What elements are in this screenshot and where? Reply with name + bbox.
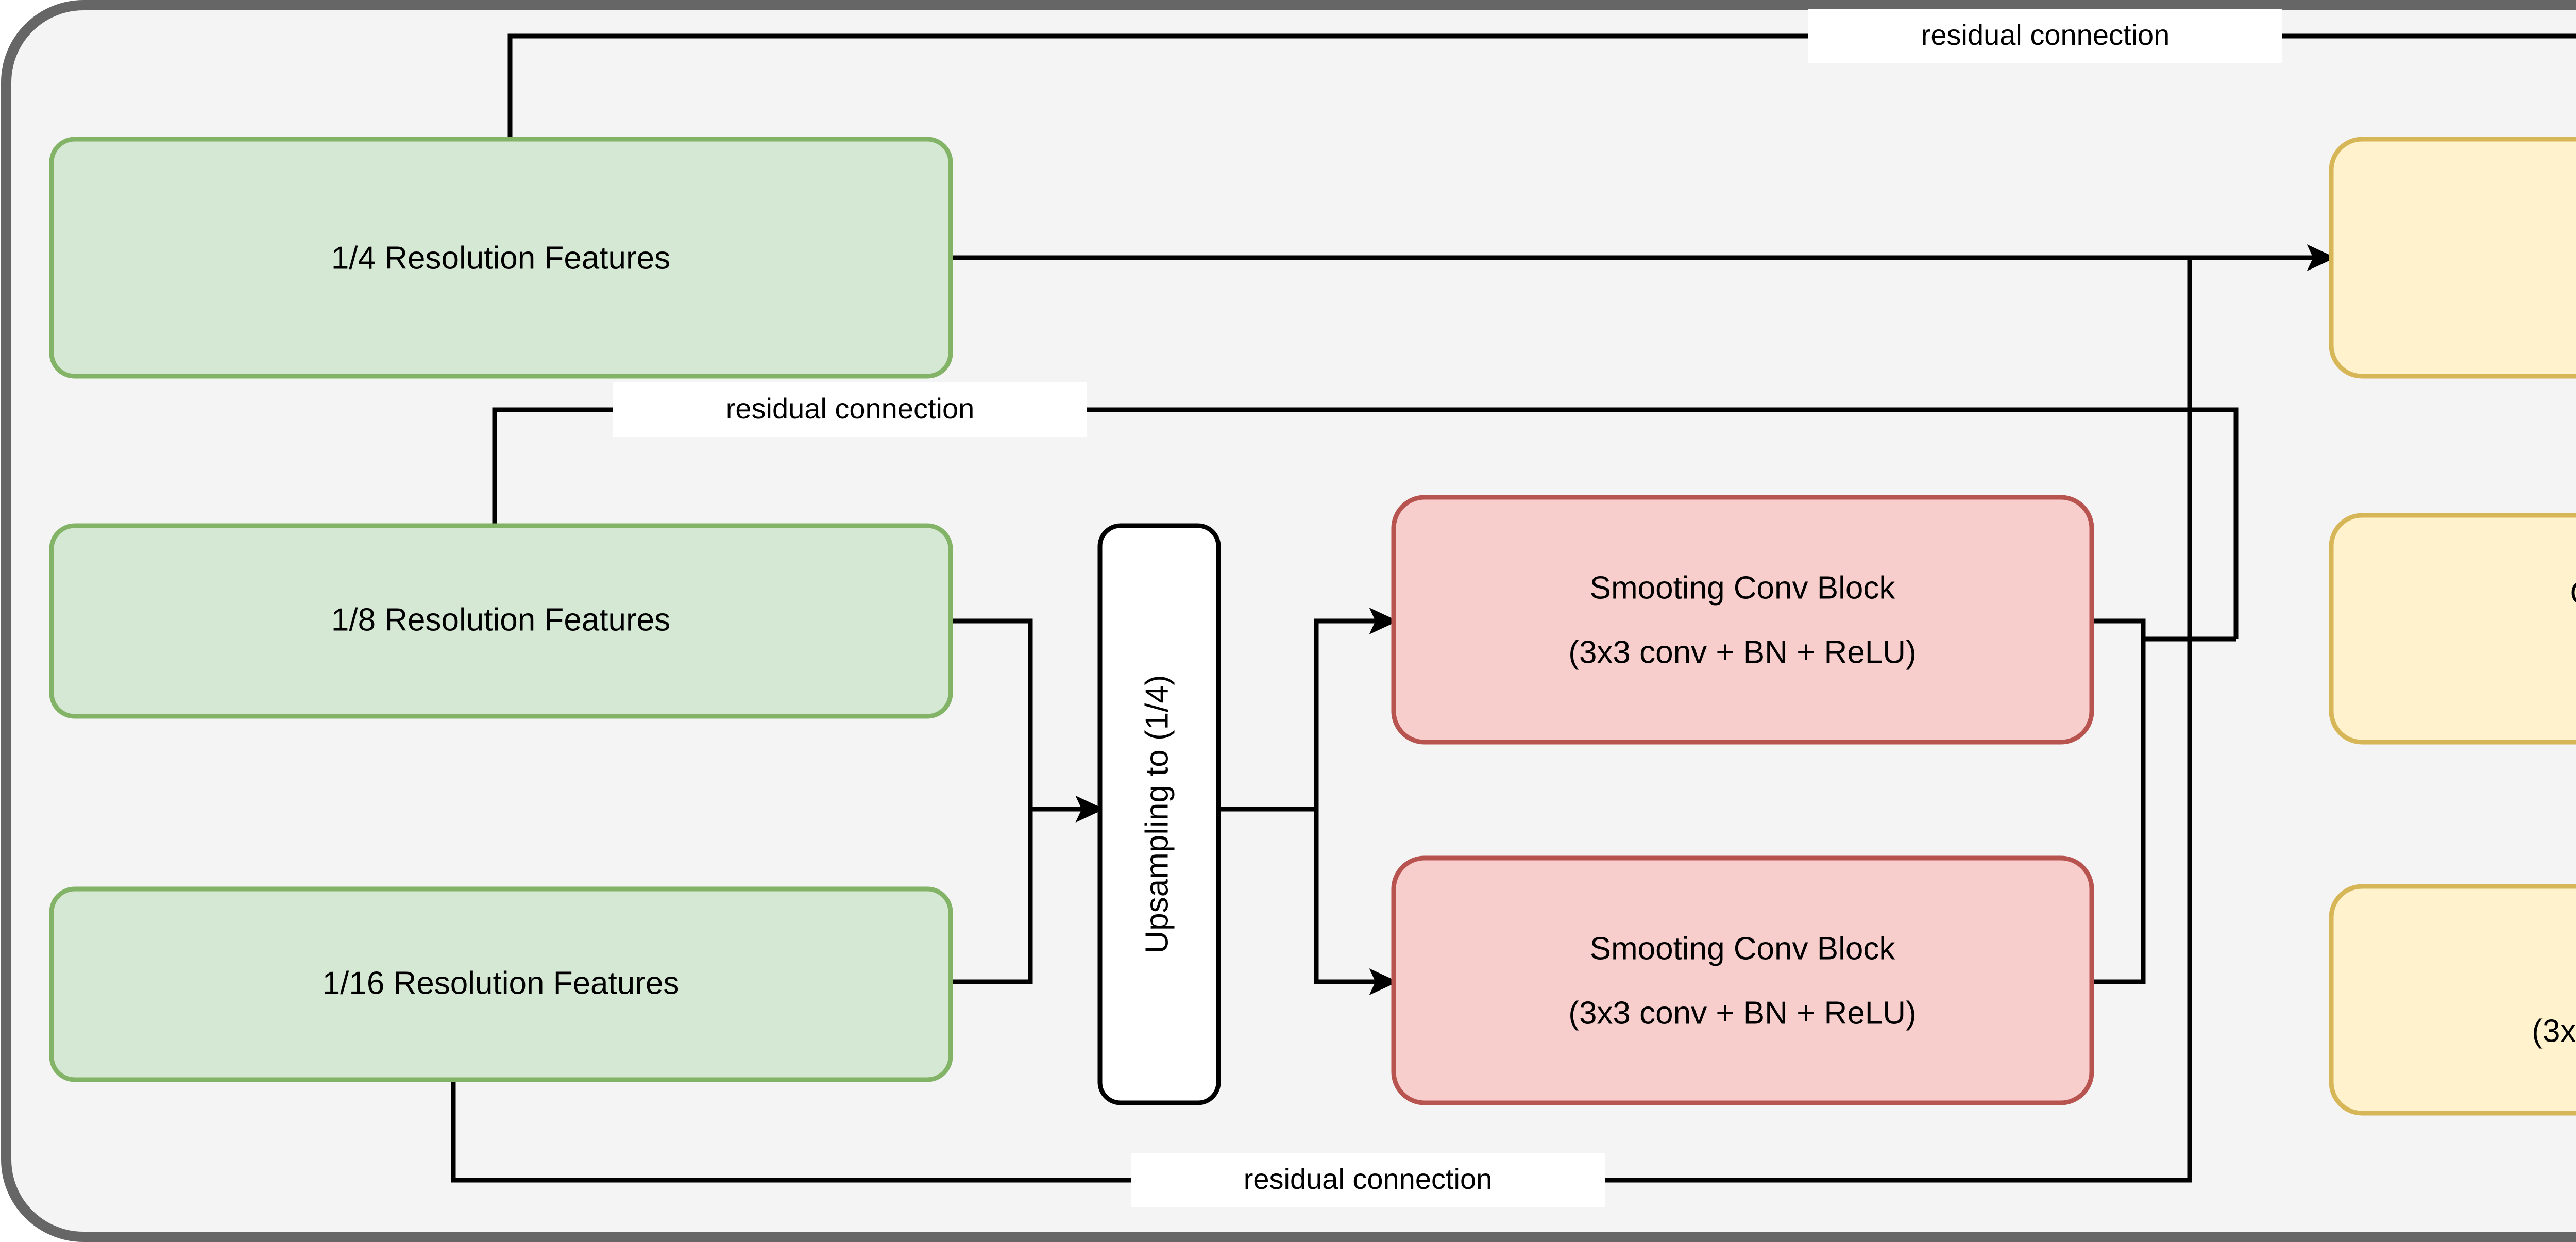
node-res16-label: 1/16 Resolution Features <box>323 965 680 1001</box>
edge-label-residual-top-text: residual connection <box>1921 19 2170 51</box>
edge-smooth-bottom-to-bus <box>2092 639 2146 984</box>
edge-label-residual-middle: residual connection <box>613 382 1087 437</box>
edge-smooth-top-to-bus <box>2092 618 2146 639</box>
edge-res16-to-upsample <box>951 795 1105 984</box>
node-upsample[interactable]: Upsampling to (1/4) <box>1097 523 1221 1105</box>
node-smooth-top-line1: Smooting Conv Block <box>1590 570 1896 606</box>
edge-label-residual-bottom-text: residual connection <box>1244 1163 1493 1195</box>
node-dual-conv-line2: (3x3 conv + BN + ReLU) <box>2532 1013 2576 1049</box>
node-res4-label: 1/4 Resolution Features <box>331 240 670 276</box>
node-dual-conv[interactable]: Daul Conv Block (3x3 conv + BN + ReLU) <box>2329 884 2576 1116</box>
node-smooth-top[interactable]: Smooting Conv Block (3x3 conv + BN + ReL… <box>1391 495 2094 745</box>
node-smooth-bottom[interactable]: Smooting Conv Block (3x3 conv + BN + ReL… <box>1391 855 2094 1105</box>
node-smooth-top-line2: (3x3 conv + BN + ReLU) <box>1568 634 1916 670</box>
node-channel-reduction-line1: Channel Reduction <box>2570 575 2576 611</box>
edge-label-residual-middle-text: residual connection <box>726 392 975 425</box>
node-concat[interactable]: Concatenation <box>2329 137 2576 379</box>
edge-upsample-to-smooth-bottom <box>1218 807 1398 996</box>
edge-label-residual-top: residual connection <box>1808 9 2282 63</box>
edge-label-residual-bottom: residual connection <box>1131 1153 1605 1207</box>
node-channel-reduction[interactable]: Channel Reduction (1x1 Conv + BN) <box>2329 513 2576 745</box>
edge-residual-middle <box>492 407 2239 639</box>
node-smooth-bottom-line2: (3x3 conv + BN + ReLU) <box>1568 995 1916 1031</box>
node-res4[interactable]: 1/4 Resolution Features <box>49 137 953 379</box>
node-res8[interactable]: 1/8 Resolution Features <box>49 523 953 719</box>
node-res16[interactable]: 1/16 Resolution Features <box>49 886 953 1082</box>
node-res8-label: 1/8 Resolution Features <box>331 602 670 637</box>
node-upsample-label: Upsampling to (1/4) <box>1139 675 1175 953</box>
node-smooth-bottom-line1: Smooting Conv Block <box>1590 931 1896 966</box>
